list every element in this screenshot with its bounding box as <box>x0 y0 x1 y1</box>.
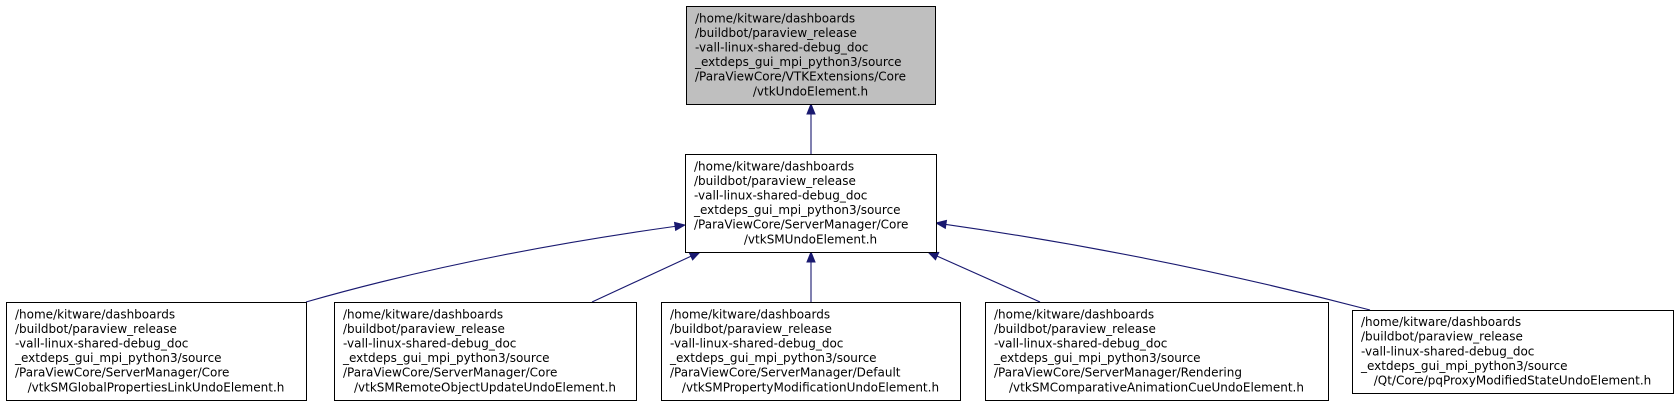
node-label-line: -vall-linux-shared-debug_doc <box>15 337 188 351</box>
edge-arrowhead <box>926 251 940 261</box>
node-label-line: /buildbot/paraview_release <box>1361 330 1523 344</box>
edge-line <box>591 255 692 303</box>
node-label-line: /buildbot/paraview_release <box>670 322 832 336</box>
node-vtkSMUndoElement[interactable]: /home/kitware/dashboards/buildbot/paravi… <box>685 154 937 253</box>
edge-line <box>305 225 676 303</box>
node-label-line: _extdeps_gui_mpi_python3/source <box>693 203 901 217</box>
node-label-line: _extdeps_gui_mpi_python3/source <box>993 351 1201 365</box>
edges-layer <box>305 102 1371 311</box>
node-label-line: /home/kitware/dashboards <box>695 11 855 25</box>
node-label-line: /ParaViewCore/ServerManager/Default <box>670 366 901 380</box>
edge-arrowhead <box>806 250 816 263</box>
edge-line <box>945 223 1371 311</box>
node-label-line: /vtkSMComparativeAnimationCueUndoElement… <box>1009 380 1304 394</box>
node-label-line: /home/kitware/dashboards <box>670 307 830 321</box>
edge-arrowhead <box>806 102 816 115</box>
node-label-line: /vtkUndoElement.h <box>753 84 868 98</box>
edge-vtkSMGlobalPropertiesLinkUndoElement-to-vtkSMUndoElement <box>305 221 687 303</box>
node-box <box>661 302 961 401</box>
node-label-line: /vtkSMRemoteObjectUpdateUndoElement.h <box>354 380 616 394</box>
node-label-line: /buildbot/paraview_release <box>694 174 856 188</box>
node-label-line: /ParaViewCore/VTKExtensions/Core <box>695 70 906 84</box>
edge-pqProxyModifiedStateUndoElement-to-vtkSMUndoElement <box>934 219 1371 311</box>
node-vtkSMPropertyModificationUndoElement[interactable]: /home/kitware/dashboards/buildbot/paravi… <box>661 302 961 401</box>
nodes-layer: /home/kitware/dashboards/buildbot/paravi… <box>6 6 1674 401</box>
node-vtkSMGlobalPropertiesLinkUndoElement[interactable]: /home/kitware/dashboards/buildbot/paravi… <box>6 302 307 401</box>
node-label-line: -vall-linux-shared-debug_doc <box>695 41 868 55</box>
node-label-line: /buildbot/paraview_release <box>343 322 505 336</box>
node-label-line: /buildbot/paraview_release <box>695 26 857 40</box>
node-label-line: /home/kitware/dashboards <box>694 159 854 173</box>
node-label-line: /buildbot/paraview_release <box>15 322 177 336</box>
node-vtkUndoElement[interactable]: /home/kitware/dashboards/buildbot/paravi… <box>686 6 936 105</box>
node-label-line: /vtkSMGlobalPropertiesLinkUndoElement.h <box>28 380 285 394</box>
edge-vtkSMComparativeAnimationCueUndoElement-to-vtkSMUndoElement <box>926 251 1041 303</box>
node-label-line: /buildbot/paraview_release <box>994 322 1156 336</box>
node-vtkSMRemoteObjectUpdateUndoElement[interactable]: /home/kitware/dashboards/buildbot/paravi… <box>334 302 637 401</box>
node-label-line: _extdeps_gui_mpi_python3/source <box>1360 359 1568 373</box>
node-label-line: /ParaViewCore/ServerManager/Core <box>15 366 229 380</box>
edge-vtkSMPropertyModificationUndoElement-to-vtkSMUndoElement <box>806 250 816 302</box>
node-label-line: /ParaViewCore/ServerManager/Core <box>694 218 908 232</box>
node-label-line: -vall-linux-shared-debug_doc <box>994 337 1167 351</box>
node-label-line: /home/kitware/dashboards <box>1361 315 1521 329</box>
node-label-line: _extdeps_gui_mpi_python3/source <box>669 351 877 365</box>
node-label-line: /home/kitware/dashboards <box>994 307 1154 321</box>
node-label-line: /vtkSMUndoElement.h <box>744 232 877 246</box>
node-box <box>334 302 637 401</box>
node-label-line: /ParaViewCore/ServerManager/Rendering <box>994 366 1242 380</box>
node-box <box>985 302 1329 401</box>
node-label-line: /Qt/Core/pqProxyModifiedStateUndoElement… <box>1374 374 1652 388</box>
node-box <box>1352 310 1674 394</box>
edge-arrowhead <box>673 221 687 232</box>
node-label-line: -vall-linux-shared-debug_doc <box>343 337 516 351</box>
node-label-line: _extdeps_gui_mpi_python3/source <box>694 55 902 69</box>
node-label-line: /home/kitware/dashboards <box>343 307 503 321</box>
node-box <box>686 6 936 105</box>
node-pqProxyModifiedStateUndoElement[interactable]: /home/kitware/dashboards/buildbot/paravi… <box>1352 310 1674 394</box>
node-label-line: -vall-linux-shared-debug_doc <box>694 189 867 203</box>
node-label-line: /ParaViewCore/ServerManager/Core <box>343 366 557 380</box>
node-label-line: /home/kitware/dashboards <box>15 307 175 321</box>
edge-arrowhead <box>688 251 702 261</box>
node-box <box>685 154 937 253</box>
node-vtkSMComparativeAnimationCueUndoElement[interactable]: /home/kitware/dashboards/buildbot/paravi… <box>985 302 1329 401</box>
edge-vtkSMRemoteObjectUpdateUndoElement-to-vtkSMUndoElement <box>591 251 702 303</box>
edge-arrowhead <box>934 219 948 230</box>
edge-line <box>936 255 1041 303</box>
node-label-line: -vall-linux-shared-debug_doc <box>670 337 843 351</box>
edge-vtkSMUndoElement-to-vtkUndoElement <box>806 102 816 154</box>
node-box <box>6 302 307 401</box>
node-label-line: _extdeps_gui_mpi_python3/source <box>14 351 222 365</box>
node-label-line: -vall-linux-shared-debug_doc <box>1361 344 1534 358</box>
node-label-line: /vtkSMPropertyModificationUndoElement.h <box>682 380 939 394</box>
node-label-line: _extdeps_gui_mpi_python3/source <box>342 351 550 365</box>
